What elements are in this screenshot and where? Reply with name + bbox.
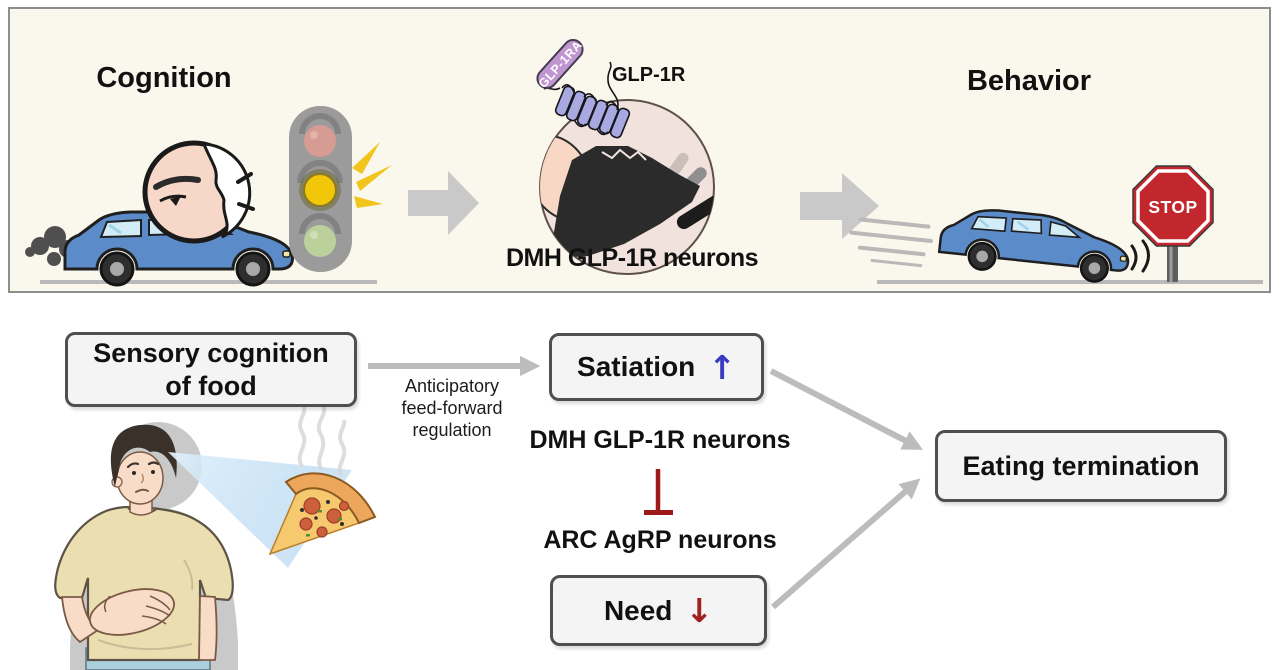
glp1r-receptor-label: GLP-1R <box>612 64 686 86</box>
sensory-cognition-box: Sensory cognition of food <box>65 332 357 407</box>
satiation-box-label: Satiation <box>577 351 696 382</box>
stop-sign-label: STOP <box>1148 197 1197 217</box>
feedforward-line-1: Anticipatory <box>404 376 500 396</box>
need-box-label: Need <box>603 594 673 626</box>
top-panel-illustration: GLP-1RA STOP <box>25 38 1263 287</box>
satiation-up-arrow-icon: ↑ <box>708 347 736 387</box>
speed-lines-icon <box>849 217 933 268</box>
cognition-title: Cognition <box>96 62 232 94</box>
arrow-need-to-termination <box>771 478 921 610</box>
person-illustration <box>54 422 352 670</box>
sensory-cognition-box-label: Sensory cognition of food <box>93 338 329 401</box>
ground-line-right <box>877 280 1263 284</box>
eating-termination-box-label: Eating termination <box>962 450 1200 481</box>
person-hand <box>89 588 175 636</box>
ground-line-left <box>40 280 377 284</box>
block-arrow-right-icon <box>800 173 879 239</box>
glp1ra-pill-label: GLP-1RA <box>536 38 585 91</box>
person-right-arm <box>198 595 218 661</box>
dmh-neuron-brake-icon <box>539 99 715 275</box>
braking-car-icon <box>936 203 1134 287</box>
block-arrow-left-icon <box>408 171 479 235</box>
eating-termination-box: Eating termination <box>935 430 1227 502</box>
steam-icon <box>297 405 347 478</box>
flash-rays-icon <box>352 142 392 208</box>
traffic-light-icon <box>289 106 352 272</box>
inhibition-symbol <box>644 469 673 515</box>
glp1ra-pill-icon: GLP-1RA <box>536 38 585 91</box>
dmh-neurons-bottom-label: DMH GLP-1R neurons <box>529 426 791 454</box>
bottom-diagram-graphics <box>54 355 924 670</box>
dmh-neurons-top-label: DMH GLP-1R neurons <box>505 244 759 272</box>
glp1r-receptor-icon <box>543 61 631 139</box>
arrow-satiation-to-termination <box>769 368 924 450</box>
person-face <box>116 451 164 505</box>
pizza-slice-icon <box>268 405 377 556</box>
brake-marks-icon <box>1130 239 1150 273</box>
behavior-title: Behavior <box>966 65 1092 97</box>
need-down-arrow-icon: ↓ <box>685 591 714 630</box>
arc-agrp-neurons-label: ARC AgRP neurons <box>543 526 777 554</box>
satiation-box: Satiation ↑ <box>549 333 764 401</box>
person-hair <box>110 424 177 487</box>
need-box: Need ↓ <box>550 575 767 646</box>
feedforward-line-3: regulation <box>412 419 492 440</box>
driver-attention-face-icon <box>142 140 255 244</box>
stop-sign-icon: STOP <box>1132 165 1214 282</box>
feedforward-line-2: feed-forward <box>401 397 503 418</box>
feedforward-regulation-label: Anticipatory feed-forward regulation <box>372 376 532 442</box>
